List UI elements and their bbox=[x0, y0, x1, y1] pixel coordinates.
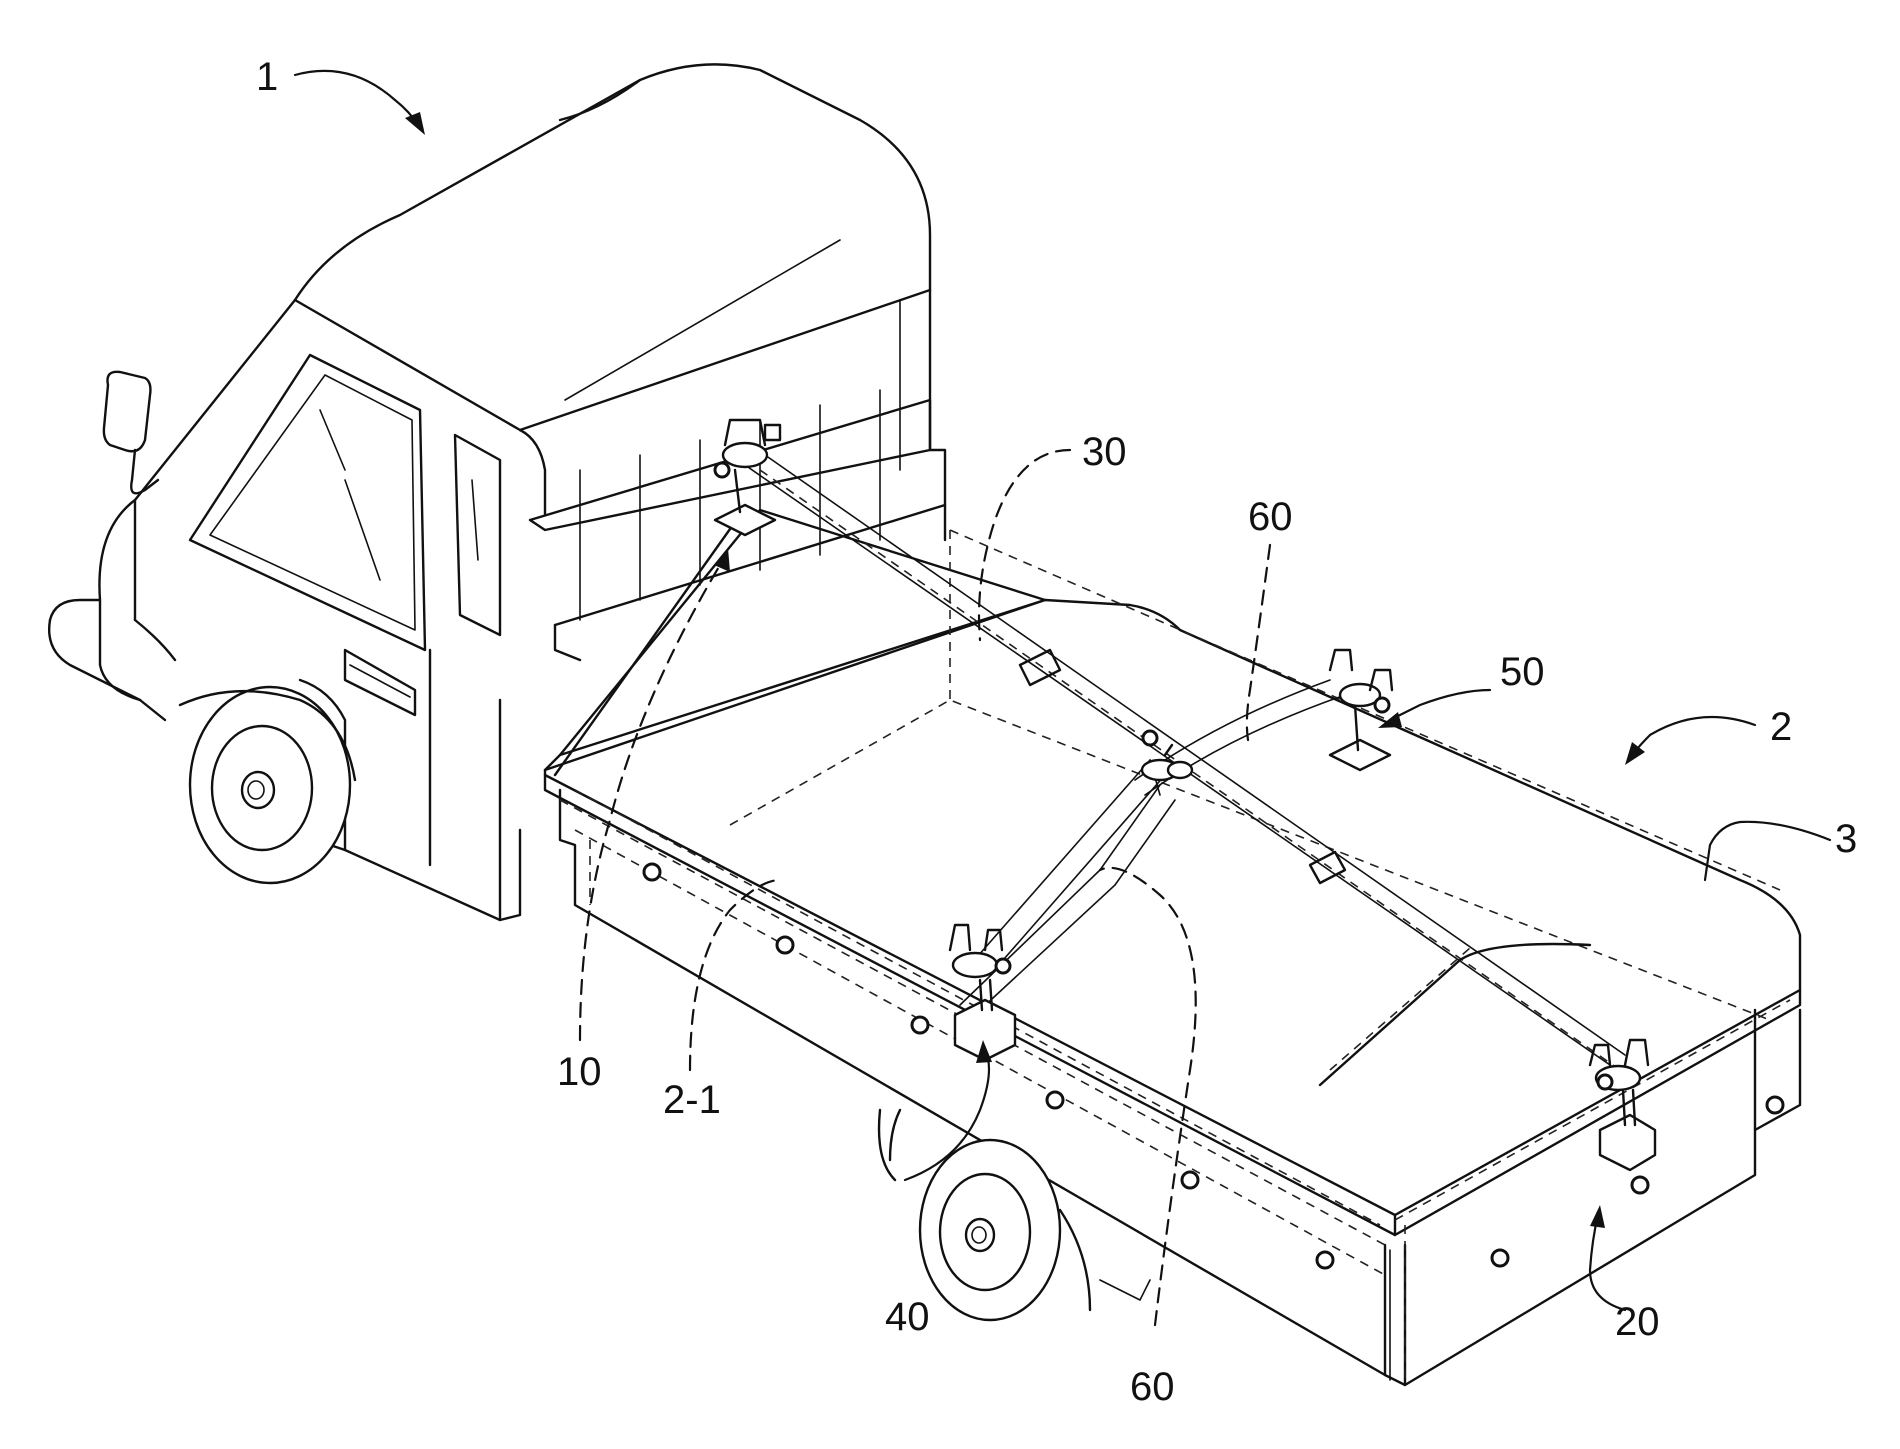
ref-cross-pole-upper: 60 bbox=[1248, 495, 1293, 539]
ref-cover-sheet: 3 bbox=[1835, 817, 1857, 861]
leader-lines bbox=[293, 69, 1832, 1327]
cargo-box bbox=[543, 508, 1802, 1387]
ref-cargo-box: 2 bbox=[1770, 705, 1792, 749]
reference-numerals: 1 2 3 30 60 50 10 2-1 40 60 20 bbox=[256, 55, 1857, 1409]
rear-mount bbox=[1588, 1038, 1657, 1172]
side-bolts bbox=[642, 862, 1785, 1270]
ref-main-pole: 30 bbox=[1082, 430, 1127, 474]
side-mount bbox=[948, 923, 1017, 1062]
ref-vehicle: 1 bbox=[256, 55, 278, 99]
ref-cross-pole-lower: 60 bbox=[1130, 1365, 1175, 1409]
ref-rear-mount: 20 bbox=[1615, 1300, 1660, 1344]
front-mount bbox=[713, 418, 782, 537]
support-frame bbox=[553, 454, 1626, 1087]
ref-front-mount: 10 bbox=[557, 1050, 602, 1094]
ref-box-top-edge: 2-1 bbox=[663, 1078, 721, 1122]
ref-upper-mount: 50 bbox=[1500, 650, 1545, 694]
upper-mount bbox=[1328, 648, 1394, 772]
truck-cab bbox=[48, 63, 947, 922]
mid-joint bbox=[1140, 729, 1194, 782]
front-wheel bbox=[178, 685, 357, 885]
ref-side-mount: 40 bbox=[885, 1295, 930, 1339]
